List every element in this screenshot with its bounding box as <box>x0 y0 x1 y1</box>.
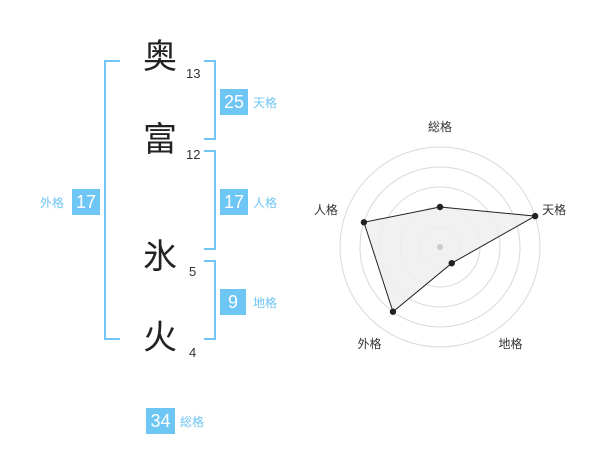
gaikaku-bracket <box>104 60 120 340</box>
jinkaku-value: 17 <box>220 189 248 215</box>
jinkaku-label: 人格 <box>253 196 278 210</box>
name-char-2: 富 <box>143 120 177 160</box>
radar-point-1 <box>436 203 444 211</box>
gaikaku-value: 17 <box>72 189 100 215</box>
radar-area <box>363 206 537 313</box>
soukaku-label: 総格 <box>180 415 205 429</box>
radar-axis-label-3: 地格 <box>499 336 523 351</box>
stroke-count-1: 13 <box>186 66 201 81</box>
stroke-count-3: 5 <box>189 264 197 279</box>
name-char-1: 奥 <box>143 37 177 77</box>
name-char-3: 氷 <box>143 237 177 277</box>
name-char-4: 火 <box>143 318 177 358</box>
radar-ring-5 <box>339 146 541 348</box>
radar-axis-label-5: 人格 <box>314 202 338 217</box>
radar-center-point <box>437 244 443 250</box>
radar-axis-label-2: 天格 <box>542 202 566 217</box>
jinkaku-bracket <box>204 150 216 250</box>
radar-axis-label-1: 総格 <box>428 119 452 134</box>
radar-point-4 <box>389 308 397 315</box>
tenkaku-bracket <box>204 60 216 140</box>
chikaku-bracket <box>204 260 216 340</box>
chikaku-value: 9 <box>220 289 246 315</box>
radar-point-2 <box>531 212 539 220</box>
tenkaku-value: 25 <box>220 89 248 115</box>
stroke-count-4: 4 <box>189 345 197 360</box>
radar-point-5 <box>360 219 368 226</box>
radar-point-3 <box>448 259 455 267</box>
soukaku-value: 34 <box>146 408 175 434</box>
stroke-count-2: 12 <box>186 147 201 162</box>
radar-ring-4 <box>359 166 521 328</box>
radar-axis-label-4: 外格 <box>357 336 381 351</box>
tenkaku-label: 天格 <box>253 96 278 110</box>
chikaku-label: 地格 <box>253 296 278 310</box>
gaikaku-label: 外格 <box>40 196 65 210</box>
